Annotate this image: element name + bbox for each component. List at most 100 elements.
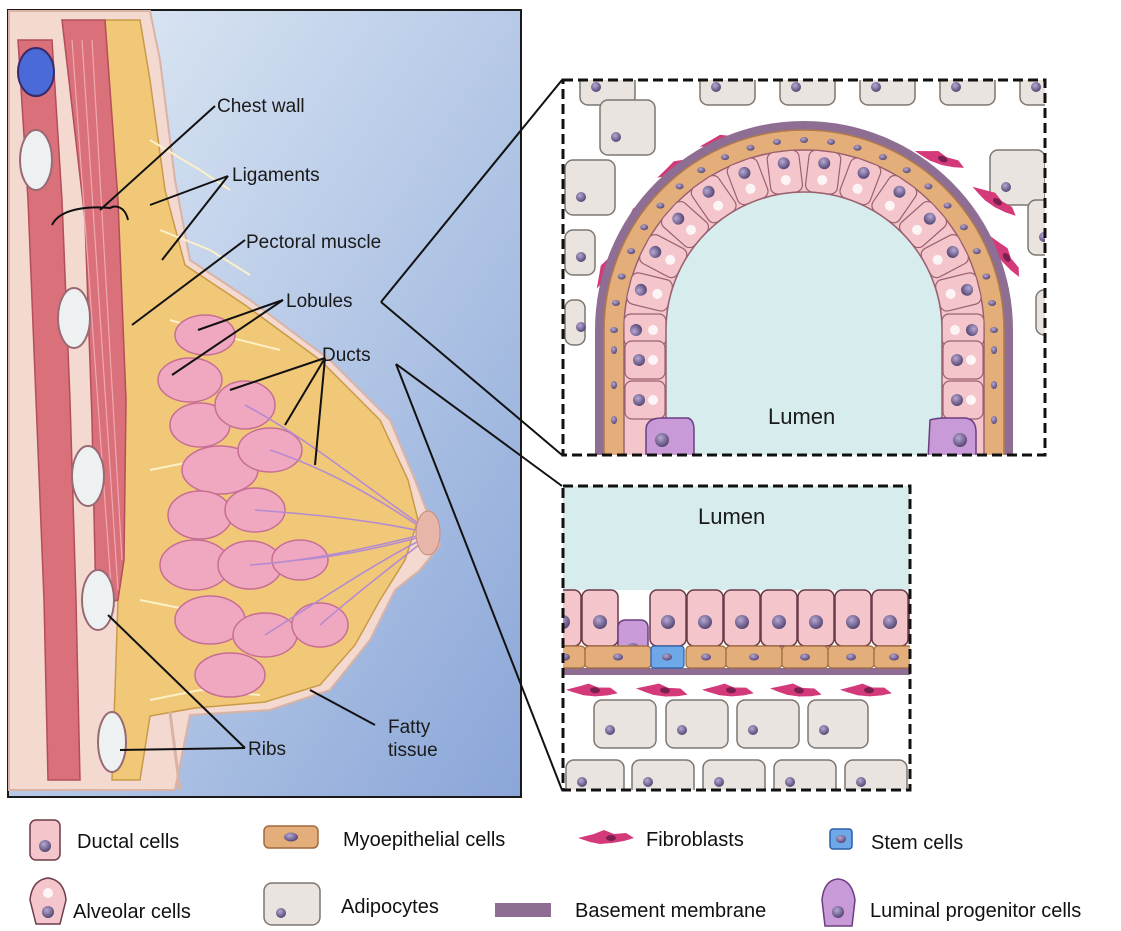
lobule-lumen-label: Lumen bbox=[768, 404, 835, 429]
legend-item-basement-membrane: Basement membrane bbox=[495, 900, 766, 922]
adipocyte bbox=[703, 760, 765, 800]
ductal-cell bbox=[582, 590, 618, 646]
alveolar-cell bbox=[805, 149, 842, 195]
stem-cell bbox=[651, 646, 684, 668]
legend-label-luminal-progenitor-cells: Luminal progenitor cells bbox=[870, 900, 1081, 922]
myoepithelial-nucleus bbox=[612, 300, 620, 306]
ductal-cell bbox=[724, 590, 760, 646]
myoepithelial-nucleus bbox=[991, 381, 997, 389]
adipocyte-icon bbox=[264, 883, 320, 925]
legend-item-alveolar-cells: Alveolar cells bbox=[30, 878, 191, 924]
legend-item-fibroblasts: Fibroblasts bbox=[578, 829, 744, 851]
adipocyte bbox=[565, 160, 615, 215]
adipocyte bbox=[580, 60, 635, 105]
adipocyte bbox=[774, 760, 836, 800]
fibroblast-icon bbox=[578, 830, 634, 844]
legend-item-luminal-progenitor-cells: Luminal progenitor cells bbox=[822, 879, 1081, 926]
myoepithelial-nucleus bbox=[924, 183, 932, 189]
label-chest-wall: Chest wall bbox=[217, 96, 305, 117]
adipocyte bbox=[566, 760, 624, 800]
adipocyte bbox=[666, 700, 728, 748]
myoepithelial-nucleus bbox=[800, 137, 808, 143]
myoepithelial-nucleus bbox=[982, 273, 990, 279]
myoepithelial-cell bbox=[828, 646, 874, 668]
label-fatty: Fatty bbox=[388, 717, 431, 738]
myoepithelial-nucleus bbox=[991, 416, 997, 424]
myoepithelial-nucleus bbox=[854, 145, 862, 151]
breast-cross-section bbox=[8, 10, 521, 797]
ductal-cell bbox=[650, 590, 686, 646]
legend: Ductal cells Myoepithelial cells Fibrobl… bbox=[30, 820, 1081, 926]
adipocyte bbox=[860, 60, 915, 105]
myoepithelial-nucleus bbox=[879, 154, 887, 160]
ductal-cell bbox=[872, 590, 908, 646]
legend-label-stem-cells: Stem cells bbox=[871, 832, 963, 854]
duct-basement-membrane bbox=[563, 668, 910, 675]
myoepithelial-cell bbox=[782, 646, 828, 668]
alveolar-cell bbox=[943, 341, 983, 379]
legend-item-myoepithelial-cells: Myoepithelial cells bbox=[264, 826, 505, 851]
myoepithelial-nucleus bbox=[610, 327, 618, 333]
myoepithelial-nucleus bbox=[944, 203, 952, 209]
label-ribs: Ribs bbox=[248, 739, 286, 760]
adipocyte bbox=[780, 60, 835, 105]
myoepithelial-nucleus bbox=[627, 248, 635, 254]
myoepithelial-nucleus bbox=[697, 167, 705, 173]
adipocyte bbox=[565, 300, 586, 345]
ductal-cell bbox=[798, 590, 834, 646]
label-ligaments: Ligaments bbox=[232, 165, 320, 186]
duct-inset: Lumen bbox=[545, 486, 945, 800]
ductal-cell bbox=[761, 590, 797, 646]
myoepithelial-cell bbox=[585, 646, 651, 668]
legend-label-basement-membrane: Basement membrane bbox=[575, 900, 766, 922]
adipocyte bbox=[1028, 200, 1058, 255]
myoepithelial-nucleus bbox=[611, 381, 617, 389]
legend-label-ductal-cells: Ductal cells bbox=[77, 831, 179, 853]
myoepithelial-nucleus bbox=[611, 346, 617, 354]
adipocyte bbox=[700, 60, 755, 105]
myoepithelial-nucleus bbox=[903, 167, 911, 173]
basement-membrane-icon bbox=[495, 903, 551, 917]
myoepithelial-nucleus bbox=[973, 248, 981, 254]
alveolar-cell bbox=[625, 341, 665, 379]
legend-label-fibroblasts: Fibroblasts bbox=[646, 829, 744, 851]
label-tissue: tissue bbox=[388, 740, 438, 761]
myoepithelial-nucleus bbox=[827, 139, 835, 145]
duct-lumen-label: Lumen bbox=[698, 504, 765, 529]
legend-item-stem-cells: Stem cells bbox=[830, 829, 963, 854]
myoepithelial-nucleus bbox=[656, 203, 664, 209]
myoepithelial-nucleus bbox=[991, 346, 997, 354]
myoepithelial-cell bbox=[686, 646, 726, 668]
myoepithelial-cell bbox=[726, 646, 782, 668]
adipocyte bbox=[737, 700, 799, 748]
adipocyte bbox=[600, 100, 655, 155]
lobule-inset: Lumen bbox=[563, 60, 1060, 460]
adipocyte bbox=[565, 230, 595, 275]
duct-lumen bbox=[563, 486, 910, 590]
myoepithelial-nucleus bbox=[960, 224, 968, 230]
myoepithelial-nucleus bbox=[618, 273, 626, 279]
adipocyte bbox=[594, 700, 656, 748]
adipocyte bbox=[940, 60, 995, 105]
myoepithelial-cell bbox=[545, 646, 585, 668]
legend-label-alveolar-cells: Alveolar cells bbox=[73, 901, 191, 923]
legend-item-ductal-cells: Ductal cells bbox=[30, 820, 179, 860]
legend-label-adipocytes: Adipocytes bbox=[341, 896, 439, 918]
label-lobules: Lobules bbox=[286, 291, 353, 312]
legend-label-myoepithelial-cells: Myoepithelial cells bbox=[343, 829, 505, 851]
myoepithelial-nucleus bbox=[990, 327, 998, 333]
myoepithelial-nucleus bbox=[988, 300, 996, 306]
myoepithelial-nucleus bbox=[676, 183, 684, 189]
duct-myoepithelial-cells bbox=[545, 646, 914, 668]
adipocyte bbox=[632, 760, 694, 800]
myoepithelial-nucleus bbox=[773, 139, 781, 145]
progenitor-nucleus bbox=[655, 433, 669, 447]
progenitor-nucleus bbox=[953, 433, 967, 447]
ductal-cell bbox=[909, 590, 945, 646]
legend-item-adipocytes: Adipocytes bbox=[264, 883, 439, 925]
adipocyte bbox=[1020, 60, 1060, 105]
nipple bbox=[416, 511, 440, 555]
adipocyte bbox=[808, 700, 868, 748]
myoepithelial-nucleus bbox=[721, 154, 729, 160]
